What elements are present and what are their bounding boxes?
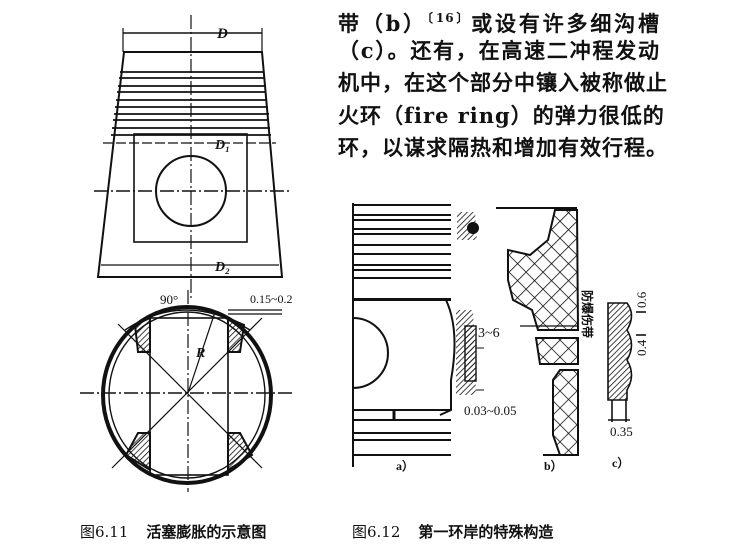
paragraph-line-1: 带（b）〔16〕或设有许多细沟槽 [338, 2, 661, 36]
figure-6-12-caption: 图6.12 第一环岸的特殊构造 [352, 521, 553, 542]
figure-number: 图6.11 [80, 523, 129, 541]
paragraph-line-3: 机中，在这个部分中镶入被称做止 [338, 70, 668, 95]
label-D: D [216, 26, 228, 42]
label-width: 0.35 [610, 424, 633, 439]
label-clearance: 0.15~0.2 [250, 292, 293, 306]
body-paragraph: 带（b）〔16〕或设有许多细沟槽 （c）。还有，在高速二冲程发动 机中，在这个部… [338, 2, 668, 165]
figure-6-12-c [607, 302, 646, 422]
label-D2: D₂ [214, 260, 230, 275]
label-pitch: 0.4 [634, 339, 649, 356]
label-sub-c: c） [612, 455, 629, 470]
paragraph-line-2: （c）。还有，在高速二冲程发动 [338, 37, 660, 63]
label-D1: D₁ [214, 138, 230, 153]
label-sub-a: a） [396, 458, 414, 473]
label-angle: 90° [160, 292, 178, 307]
paragraph-line-4: 火环（fire ring）的弹力很低的 [338, 102, 665, 128]
label-gap2: 0.03~0.05 [464, 403, 517, 418]
figure-title: 活塞膨胀的示意图 [146, 523, 267, 541]
line1-b: 或设有许多细沟槽 [471, 11, 661, 36]
label-sub-b: b） [544, 458, 563, 473]
reference-number: 〔16〕 [427, 11, 472, 25]
label-depth: 0.6 [634, 291, 649, 308]
figure-6-11-caption: 图6.11 活塞膨胀的示意图 [80, 521, 266, 542]
label-radius: R [195, 346, 205, 361]
label-gap: 3~6 [478, 326, 500, 341]
label-band: 防爆伤带 [580, 290, 595, 338]
line1-a: 带（b） [338, 11, 428, 36]
piston-top-view [80, 290, 292, 492]
figure-6-12-a [352, 203, 484, 467]
figure-number: 图6.12 [352, 523, 401, 541]
paragraph-line-5: 环，以谋求隔热和增加有效行程。 [338, 135, 668, 160]
figure-6-12-b [496, 207, 580, 456]
piston-side-view [94, 15, 292, 300]
figure-title: 第一环岸的特殊构造 [418, 523, 554, 541]
